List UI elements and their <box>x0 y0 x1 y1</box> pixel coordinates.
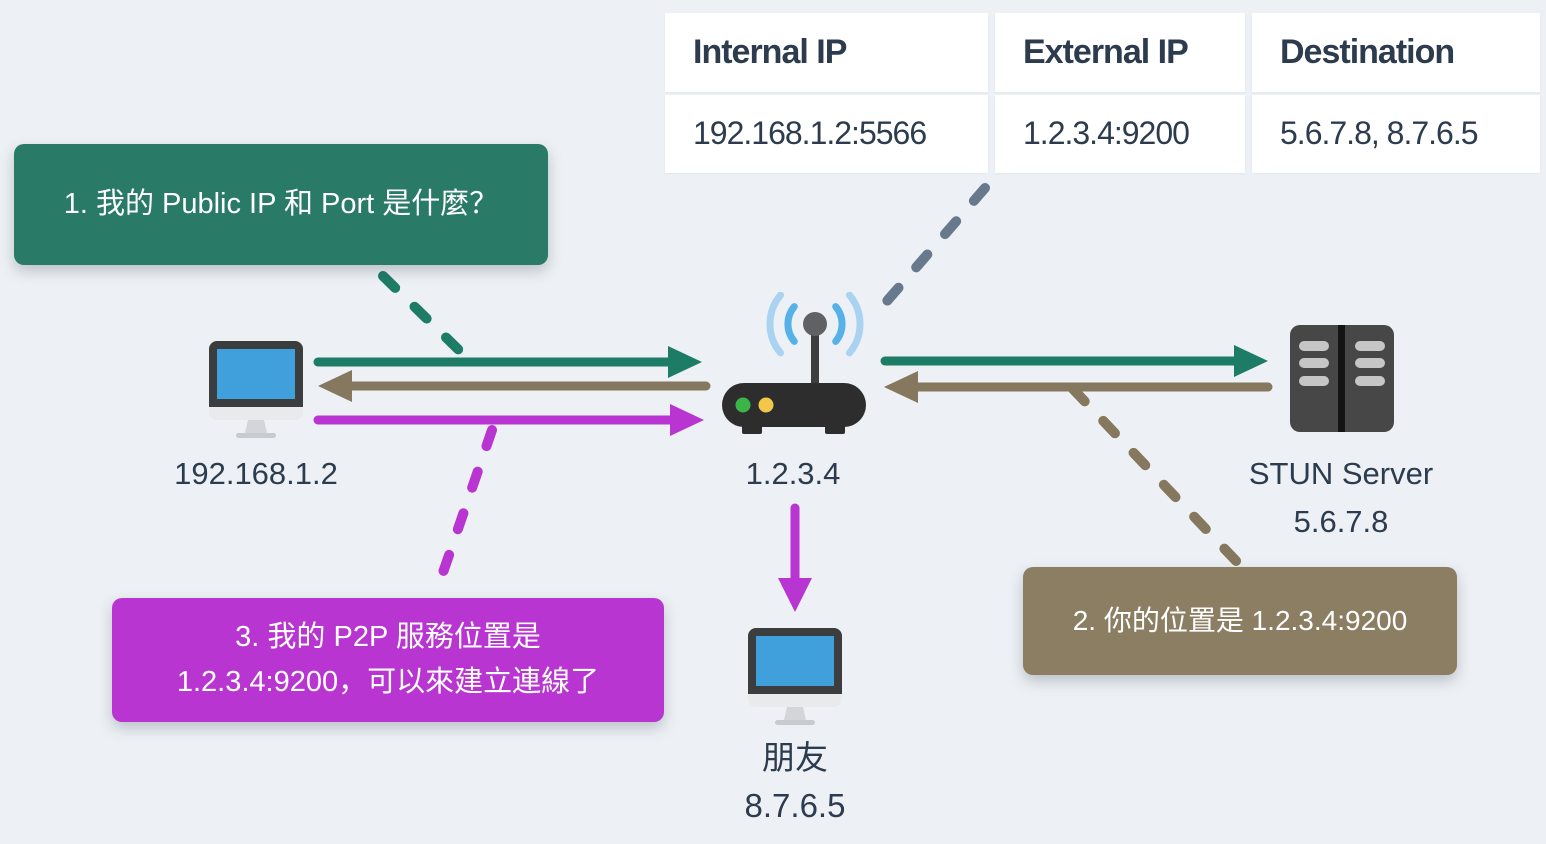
router-led-yellow <box>758 397 774 413</box>
table-dashed-link <box>869 183 990 321</box>
router-antenna-knob <box>803 312 827 336</box>
wifi-arc-right-outer <box>846 292 864 357</box>
client-screen <box>217 349 295 399</box>
wifi-arc-right-inner <box>832 303 846 345</box>
client-computer-icon <box>209 341 303 438</box>
table-cell-destination: 5.6.7.8, 8.7.6.5 <box>1252 94 1540 173</box>
nat-mapping-table: Internal IP External IP Destination 192.… <box>665 13 1540 173</box>
friend-name: 朋友 <box>762 739 828 776</box>
stun-to-router-response-arrow <box>884 371 1273 403</box>
friend-ip: 8.7.6.5 <box>744 787 846 824</box>
friend-computer-icon <box>748 628 842 725</box>
table-cell-external-ip: 1.2.3.4:9200 <box>995 94 1245 173</box>
client-to-router-request-arrow <box>313 346 702 378</box>
router-ip-label: 1.2.3.4 <box>745 456 841 491</box>
stun-server-ip: 5.6.7.8 <box>1293 504 1389 539</box>
table-cell-internal-ip: 192.168.1.2:5566 <box>665 94 988 173</box>
step1-dashed-link <box>378 271 471 362</box>
step3-dashed-link <box>432 425 497 595</box>
client-to-router-p2p-arrow <box>313 404 704 436</box>
callout-step3-line2: 1.2.3.4:9200，可以來建立連線了 <box>176 666 600 698</box>
callout-step1: 1. 我的 Public IP 和 Port 是什麼？ <box>14 144 548 265</box>
callout-step2: 2. 你的位置是 1.2.3.4:9200 <box>1023 567 1457 675</box>
wifi-arc-left-outer <box>766 292 784 357</box>
router-led-green <box>735 397 751 413</box>
router-icon <box>722 292 866 434</box>
callout-step3-line1: 3. 我的 P2P 服務位置是 <box>235 621 541 654</box>
callout-step3: 3. 我的 P2P 服務位置是 1.2.3.4:9200，可以來建立連線了 <box>112 598 664 722</box>
table-header-external-ip: External IP <box>995 13 1245 92</box>
table-header-internal-ip: Internal IP <box>665 13 988 92</box>
callout-step1-text: 1. 我的 Public IP 和 Port 是什麼？ <box>63 188 499 221</box>
wifi-arc-left-inner <box>784 303 798 345</box>
router-to-stun-request-arrow <box>880 345 1268 377</box>
stun-server-icon <box>1290 325 1394 432</box>
friend-screen <box>756 636 834 686</box>
stun-server-name: STUN Server <box>1248 456 1434 491</box>
router-body <box>722 383 866 427</box>
router-to-friend-arrow <box>778 503 812 612</box>
stun-server-label: STUN Server 5.6.7.8 <box>1191 450 1491 546</box>
router-to-client-response-arrow <box>318 370 711 402</box>
friend-label: 朋友 8.7.6.5 <box>645 734 945 830</box>
table-header-destination: Destination <box>1252 13 1540 92</box>
client-ip-label: 192.168.1.2 <box>174 456 338 491</box>
callout-step2-text: 2. 你的位置是 1.2.3.4:9200 <box>1072 605 1408 637</box>
